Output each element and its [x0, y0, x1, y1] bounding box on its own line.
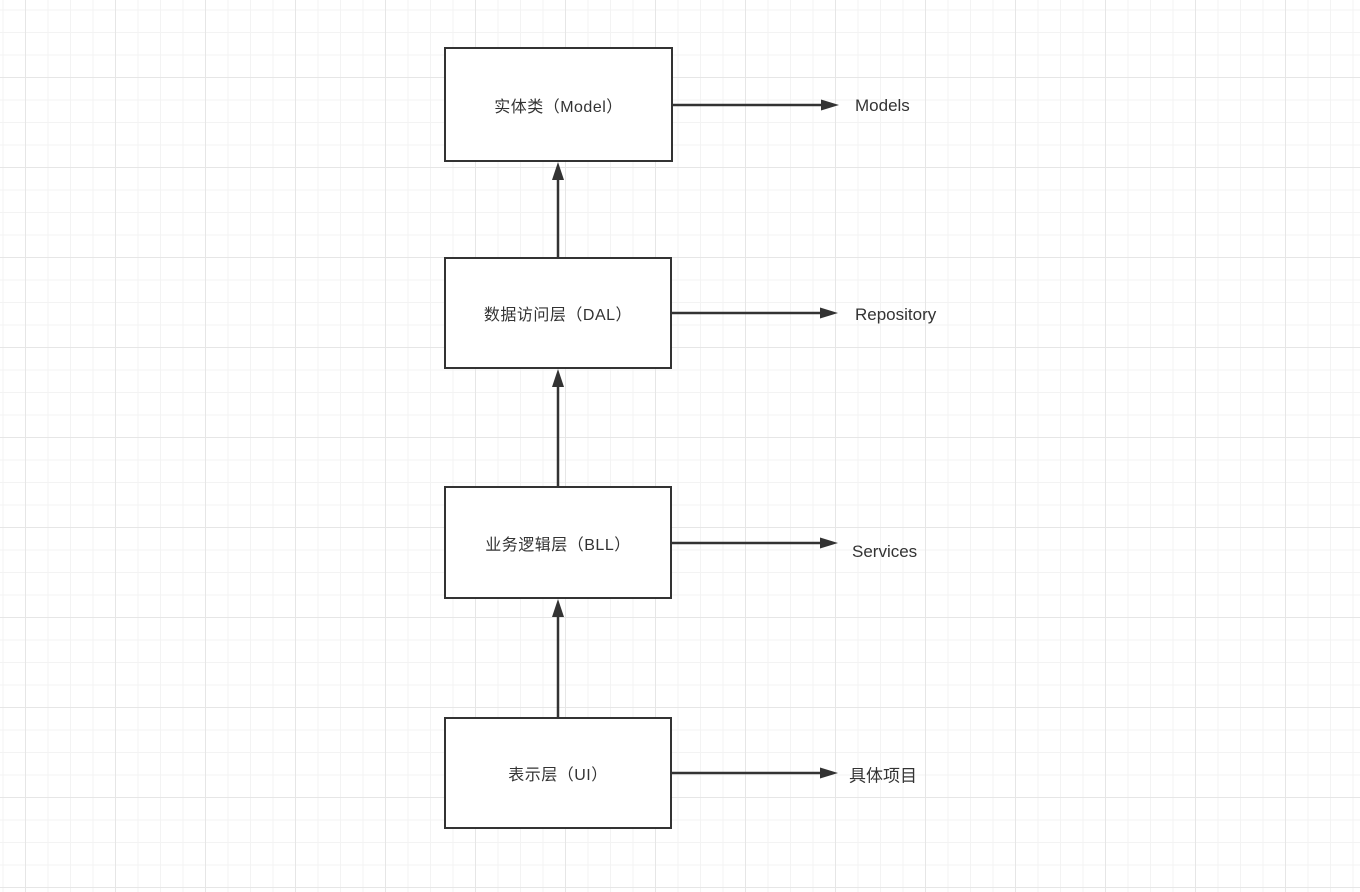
- side-label-project-text: 具体项目: [849, 766, 917, 786]
- node-ui-label: 表示层（UI）: [508, 767, 608, 784]
- node-bll-label: 业务逻辑层（BLL）: [485, 536, 631, 554]
- side-label-services: Services: [852, 542, 917, 562]
- edge-bll-to-dal: [552, 369, 564, 486]
- node-model-label: 实体类（Model）: [494, 98, 623, 116]
- edge-dal-to-repository-label: [672, 307, 838, 319]
- node-dal-label: 数据访问层（DAL）: [483, 307, 633, 324]
- node-bll: 业务逻辑层（BLL）: [444, 486, 672, 599]
- node-dal: 数据访问层（DAL）: [444, 257, 672, 369]
- side-label-models: Models: [855, 96, 910, 116]
- edge-dal-to-model: [552, 162, 564, 257]
- side-label-repository-text: Repository: [855, 305, 937, 324]
- edge-ui-to-project-label: [672, 767, 838, 779]
- edge-bll-to-services-label: [672, 537, 838, 549]
- node-ui: 表示层（UI）: [444, 717, 672, 829]
- edge-model-to-models-label: [673, 99, 839, 111]
- side-label-repository: Repository: [855, 305, 936, 325]
- edge-ui-to-bll: [552, 599, 564, 717]
- side-label-project: 具体项目: [849, 762, 917, 787]
- side-label-models-text: Models: [855, 96, 910, 115]
- node-model: 实体类（Model）: [444, 47, 673, 162]
- side-label-services-text: Services: [852, 542, 918, 561]
